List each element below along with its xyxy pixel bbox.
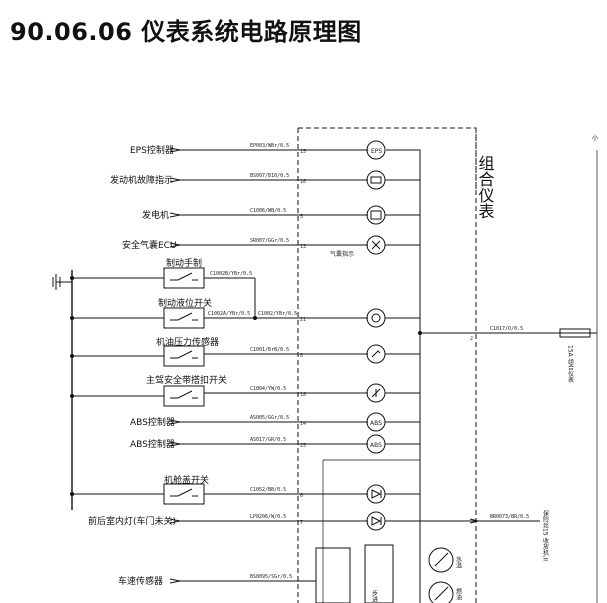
- switch-hood: 机舱盖开关 C1052/BB/0.5 6: [72, 474, 420, 505]
- svg-text:6: 6: [300, 493, 303, 499]
- svg-text:2: 2: [470, 336, 473, 342]
- brake-warning-icon: [366, 308, 386, 328]
- svg-text:发电机: 发电机: [142, 209, 169, 221]
- svg-text:AS017/GR/0.5: AS017/GR/0.5: [250, 437, 286, 443]
- svg-text:气囊指示: 气囊指示: [330, 250, 354, 258]
- page-title: 90.06.06 仪表系统电路原理图: [10, 18, 362, 46]
- door-warning-icon: [366, 511, 386, 531]
- gauge-water-temp: 水温: [428, 547, 462, 573]
- svg-text:EP003/WBr/0.5: EP003/WBr/0.5: [250, 143, 289, 149]
- signal-row-eps: EPS控制器 EP003/WBr/0.5 15 EPS: [130, 140, 420, 160]
- gauge-fuel: 燃油: [428, 581, 462, 603]
- switch-handbrake: 制动手制 C1002B/YBr/0.5: [72, 257, 256, 318]
- svg-text:主驾安全带搭扣开关: 主驾安全带搭扣开关: [146, 374, 227, 386]
- svg-text:水温: 水温: [455, 555, 462, 569]
- signal-row-speed: 车速传感器 BS0095/SGr/0.5: [118, 574, 316, 587]
- svg-text:保险丝15 收放机,II: 保险丝15 收放机,II: [542, 509, 549, 561]
- power-row: C1017/O/0.5 2 15A 组合仪表: [420, 326, 597, 384]
- bottom-box-2: [364, 544, 394, 603]
- svg-text:前后室内灯(车门未关): 前后室内灯(车门未关): [88, 515, 176, 527]
- svg-text:AS005/GGr/0.5: AS005/GGr/0.5: [250, 415, 289, 421]
- svg-text:SR007/GGr/0.5: SR007/GGr/0.5: [250, 238, 289, 244]
- svg-text:发动机故障指示: 发动机故障指示: [110, 174, 173, 186]
- ground-symbol: [52, 274, 72, 290]
- svg-text:BS0095/SGr/0.5: BS0095/SGr/0.5: [250, 574, 292, 580]
- svg-text:15: 15: [300, 149, 306, 155]
- internal-bus: [386, 149, 421, 603]
- fuse-icon: [559, 328, 591, 338]
- svg-text:15A 组合仪表: 15A 组合仪表: [567, 345, 574, 384]
- signal-row-abs-1: ABS控制器 AS005/GGr/0.5 14 ABS: [130, 412, 420, 432]
- svg-text:5: 5: [300, 214, 303, 220]
- svg-text:安全气囊ECU: 安全气囊ECU: [122, 239, 177, 251]
- svg-text:C1004/YW/0.5: C1004/YW/0.5: [250, 386, 286, 392]
- engine-warning-icon: [366, 170, 386, 190]
- svg-text:8: 8: [300, 353, 303, 359]
- bottom-box-label: 步进: [371, 589, 378, 603]
- svg-text:18: 18: [300, 392, 306, 398]
- svg-text:BR0073/BR/0.5: BR0073/BR/0.5: [490, 514, 529, 520]
- signal-row-engine: 发动机故障指示 BS007/B10/0.5 16: [110, 170, 420, 190]
- battery-warning-icon: [366, 205, 386, 225]
- svg-text:机舱盖开关: 机舱盖开关: [164, 474, 209, 486]
- svg-text:ABS控制器: ABS控制器: [130, 416, 175, 428]
- svg-text:EPS控制器: EPS控制器: [130, 144, 174, 156]
- svg-text:EPS: EPS: [371, 148, 382, 155]
- right-lower-connection: BR0073/BR/0.5 保险丝15 收放机,II: [420, 509, 549, 561]
- cluster-label: 组合仪表: [476, 155, 495, 219]
- svg-text:25: 25: [300, 443, 306, 449]
- svg-text:C1006/WB/0.5: C1006/WB/0.5: [250, 208, 286, 214]
- svg-text:LP0206/W/0.5: LP0206/W/0.5: [250, 514, 286, 520]
- signal-row-abs-2: ABS控制器 AS017/GR/0.5 25 ABS: [130, 434, 420, 454]
- switch-seatbelt: 主驾安全带搭扣开关 C1004/YW/0.5 18: [72, 374, 420, 407]
- bottom-box-1: [315, 547, 351, 603]
- svg-text:C1001/BrB/0.5: C1001/BrB/0.5: [250, 347, 289, 353]
- svg-text:16: 16: [300, 179, 306, 185]
- svg-text:7: 7: [300, 520, 303, 526]
- switch-oil-pressure: 机油压力传感器 C1001/BrB/0.5 8: [72, 336, 420, 367]
- svg-text:ABS: ABS: [370, 420, 382, 427]
- hood-warning-icon: [366, 484, 386, 504]
- svg-text:BS007/B10/0.5: BS007/B10/0.5: [250, 173, 289, 179]
- svg-text:C1052/BB/0.5: C1052/BB/0.5: [250, 487, 286, 493]
- svg-text:ABS: ABS: [370, 442, 382, 449]
- svg-text:13: 13: [300, 244, 306, 250]
- svg-text:14: 14: [300, 421, 306, 427]
- signal-row-airbag: 安全气囊ECU SR007/GGr/0.5 13 气囊指示: [122, 235, 420, 258]
- svg-text:C1017/O/0.5: C1017/O/0.5: [490, 326, 523, 332]
- svg-text:21: 21: [300, 317, 306, 323]
- svg-text:ABS控制器: ABS控制器: [130, 438, 175, 450]
- svg-text:车速传感器: 车速传感器: [118, 575, 163, 587]
- cluster-border: [297, 127, 477, 603]
- eps-warning-icon: [366, 140, 386, 160]
- svg-text:C1002/YBr/0.5: C1002/YBr/0.5: [258, 311, 297, 317]
- switch-brake-fluid: 制动液位开关 C1002A/YBr/0.5 C1002/YBr/0.5 21: [72, 297, 420, 329]
- svg-text:制动手制: 制动手制: [166, 257, 202, 269]
- svg-text:燃油: 燃油: [455, 587, 462, 601]
- right-edge-label: 小: [592, 134, 598, 142]
- oil-warning-icon: [366, 344, 386, 364]
- svg-text:制动液位开关: 制动液位开关: [158, 297, 212, 309]
- svg-text:C1002A/YBr/0.5: C1002A/YBr/0.5: [208, 311, 250, 317]
- signal-row-generator: 发电机 C1006/WB/0.5 5: [142, 205, 420, 225]
- svg-text:C1002B/YBr/0.5: C1002B/YBr/0.5: [210, 271, 252, 277]
- signal-row-door: 前后室内灯(车门未关) LP0206/W/0.5 7: [88, 511, 420, 531]
- svg-text:机油压力传感器: 机油压力传感器: [156, 336, 219, 348]
